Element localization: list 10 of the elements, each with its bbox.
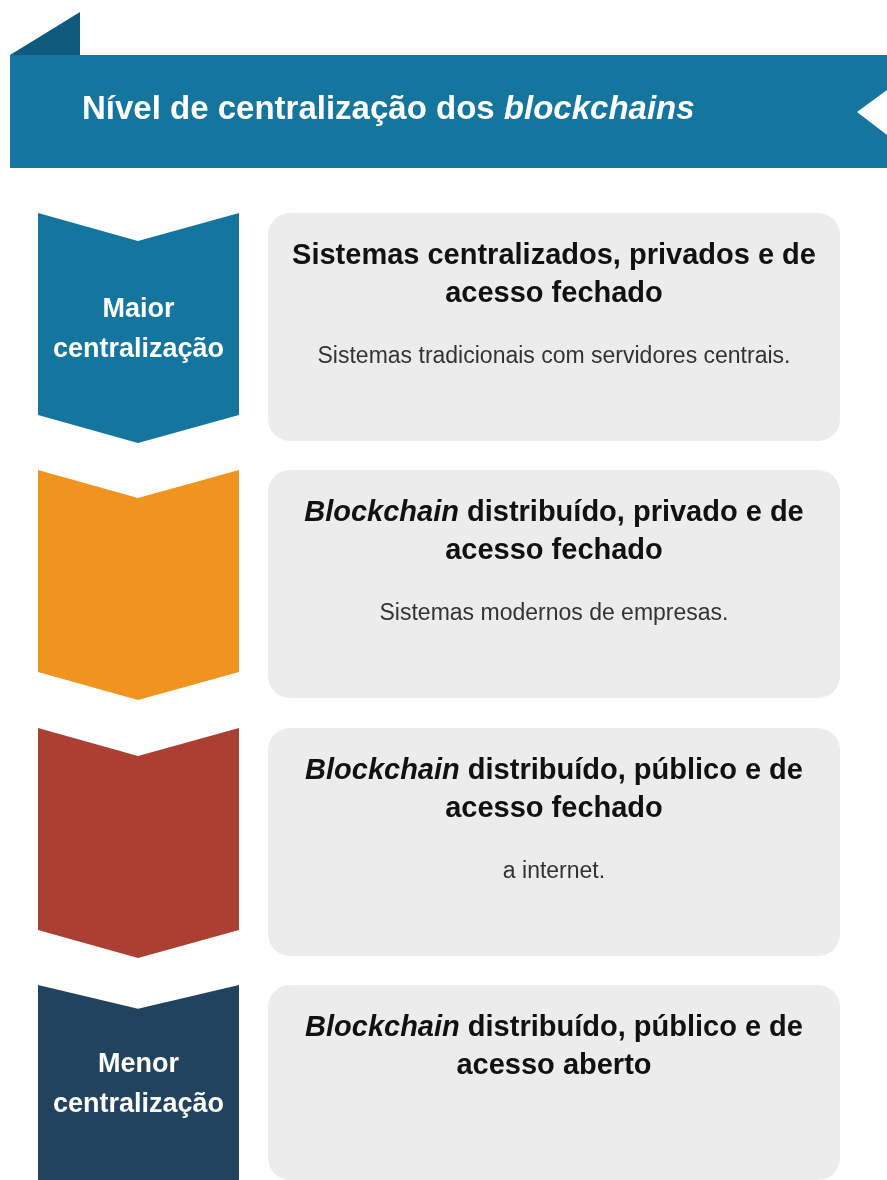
level-label: Maior centralização (51, 292, 226, 365)
level-label: Menor centralização (51, 1046, 226, 1120)
title: Nível de centralização dos blockchains (82, 88, 695, 128)
card-description: a internet. (501, 856, 607, 885)
card-heading: Blockchain distribuído, privado e de acesso fechado (303, 494, 805, 567)
card-description: Sistemas modernos de empresas. (378, 598, 730, 627)
card-heading: Blockchain distribuído, público e de acesso fechado (304, 752, 804, 825)
card-heading: Blockchain distribuído, público e de acesso aberto (304, 1009, 804, 1082)
card-heading: Sistemas centralizados, privados e de acesso fechado (291, 237, 817, 310)
card-description: Sistemas tradicionais com servidores centrais. (316, 341, 792, 370)
